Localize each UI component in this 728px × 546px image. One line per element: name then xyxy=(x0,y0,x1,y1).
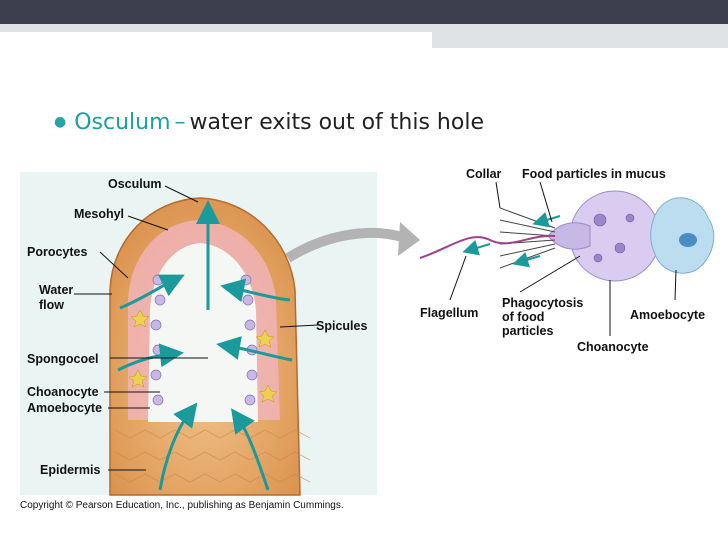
label-spongocoel: Spongocoel xyxy=(27,352,99,366)
spicules xyxy=(128,309,278,403)
bullet-text: water exits out of this hole xyxy=(189,110,484,135)
spongocoel-cavity xyxy=(148,243,258,422)
water-flow-arrows xyxy=(117,200,293,491)
bullet-separator: – xyxy=(174,110,186,135)
choanocyte-neck xyxy=(547,222,591,250)
header-band xyxy=(0,24,728,32)
label-flagellum: Flagellum xyxy=(420,306,478,320)
label-water-flow-1: Water xyxy=(39,283,73,297)
zoom-arrow-head xyxy=(398,222,420,256)
label-cell-choanocyte: Choanocyte xyxy=(577,340,649,354)
label-mesohyl: Mesohyl xyxy=(74,207,124,221)
bullet-term: Osculum xyxy=(74,110,171,135)
bullet-point: ● Osculum–water exits out of this hole xyxy=(54,110,484,135)
label-epidermis: Epidermis xyxy=(40,463,100,477)
food-vacuoles xyxy=(593,213,635,263)
label-amoebocyte: Amoebocyte xyxy=(27,401,102,415)
label-cell-amoebocyte: Amoebocyte xyxy=(630,308,705,322)
label-porocytes: Porocytes xyxy=(27,245,87,259)
zoom-arrow xyxy=(285,227,407,263)
label-phagocytosis-2: of food xyxy=(502,310,544,324)
label-phagocytosis-1: Phagocytosis xyxy=(502,296,583,310)
title-bar xyxy=(0,0,728,24)
particle-flow-arrows xyxy=(462,212,561,268)
label-phagocytosis-3: particles xyxy=(502,324,553,338)
label-water-flow-2: flow xyxy=(39,298,64,312)
label-choanocyte: Choanocyte xyxy=(27,385,99,399)
bullet-icon: ● xyxy=(54,114,67,130)
label-osculum: Osculum xyxy=(108,177,162,191)
sponge-diagram: Osculum Mesohyl Porocytes Water flow Spi… xyxy=(20,167,715,496)
header-tab xyxy=(432,32,728,48)
sponge-leader-lines xyxy=(74,185,319,471)
cell-leader-lines xyxy=(449,181,677,336)
copyright-notice: Copyright © Pearson Education, Inc., pub… xyxy=(20,500,344,511)
epidermis-texture xyxy=(114,429,311,483)
label-collar: Collar xyxy=(466,167,502,181)
label-spicules: Spicules xyxy=(316,319,367,333)
label-food-particles: Food particles in mucus xyxy=(522,167,666,181)
flagellum xyxy=(419,234,556,259)
amoebocyte-nucleus xyxy=(679,233,697,247)
